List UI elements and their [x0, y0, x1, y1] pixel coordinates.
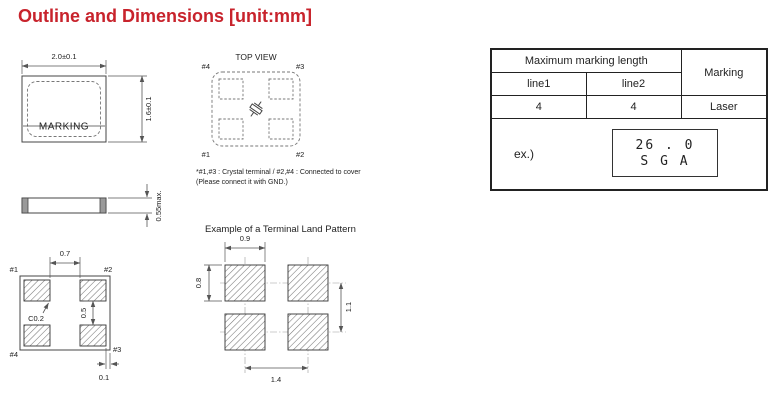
- land-pad-width-dimension: 0.9: [240, 234, 250, 243]
- bottom-pad-4: [23, 324, 51, 347]
- top-pin3-label: #3: [296, 62, 304, 71]
- top-pad-2: [268, 118, 294, 140]
- top-pin2-label: #2: [296, 150, 304, 159]
- bottom-pin1-label: #1: [10, 265, 18, 274]
- terminal-note-line2: (Please connect it with GND.): [196, 179, 288, 186]
- page-title: Outline and Dimensions [unit:mm]: [18, 6, 313, 26]
- top-view-outline: [211, 71, 301, 147]
- front-view-lid-outline: [27, 81, 101, 137]
- bottom-pad-2: [79, 279, 107, 302]
- top-view: TOP VIEW #4 #3 #1 #2 *#1,#3 : Crystal te…: [196, 52, 361, 186]
- land-pad-top-right: [287, 264, 329, 302]
- bottom-edge-offset-dimension: 0.1: [99, 373, 109, 382]
- land-vertical-pitch-dimension: 1.1: [344, 302, 353, 312]
- land-pattern: Example of a Terminal Land Pattern 0.9 0…: [194, 224, 356, 384]
- bottom-pad-1: [23, 279, 51, 302]
- front-width-dimension: 2.0±0.1: [52, 52, 77, 61]
- marking-method-value: Laser: [680, 95, 768, 119]
- front-height-dimension: 1.6±0.1: [144, 97, 153, 122]
- marking-example-line2: S G A: [640, 153, 690, 169]
- bottom-pad-gap-dimension: 0.5: [79, 308, 88, 318]
- line1-header: line1: [490, 72, 587, 96]
- example-label: ex.): [514, 147, 535, 161]
- marking-example-line1: 26 . 0: [635, 137, 695, 153]
- top-view-title: TOP VIEW: [235, 52, 276, 62]
- marking-example-box: 26 . 0 S G A: [612, 129, 718, 177]
- side-view-left-terminal: [21, 197, 29, 214]
- bottom-chamfer-dimension: C0.2: [28, 314, 44, 323]
- side-view: 0.55max.: [21, 184, 163, 227]
- bottom-view: #1 #2 #3 #4 0.7 C0.2 0.5 0.1: [10, 249, 122, 382]
- top-pin4-label: #4: [202, 62, 210, 71]
- land-pad-bottom-right: [287, 313, 329, 351]
- marking-example-cell: ex.) 26 . 0 S G A: [490, 118, 768, 191]
- top-pin1-label: #1: [202, 150, 210, 159]
- crystal-symbol: [249, 101, 263, 117]
- bottom-pin4-label: #4: [10, 350, 18, 359]
- terminal-note-line1: *#1,#3 : Crystal terminal / #2,#4 : Conn…: [196, 169, 361, 176]
- bottom-view-body: [19, 275, 111, 351]
- front-view-body: [21, 75, 107, 143]
- land-pad-top-left: [224, 264, 266, 302]
- marking-label: MARKING: [39, 122, 89, 133]
- front-view: MARKING 2.0±0.1 1.6±0.1: [21, 52, 153, 143]
- side-height-dimension: 0.55max.: [154, 191, 163, 222]
- top-pad-1: [218, 118, 244, 140]
- line2-value: 4: [585, 95, 682, 119]
- line1-value: 4: [490, 95, 587, 119]
- bottom-pad-width-dimension: 0.7: [60, 249, 70, 258]
- line2-header: line2: [585, 72, 682, 96]
- land-horizontal-pitch-dimension: 1.4: [271, 375, 281, 384]
- top-pad-3: [268, 78, 294, 100]
- side-view-body: [21, 197, 107, 214]
- land-pattern-title: Example of a Terminal Land Pattern: [205, 224, 356, 235]
- bottom-pin3-label: #3: [113, 345, 121, 354]
- side-view-right-terminal: [99, 197, 107, 214]
- bottom-pin2-label: #2: [104, 265, 112, 274]
- land-pad-bottom-left: [224, 313, 266, 351]
- max-marking-length-header: Maximum marking length: [490, 48, 682, 73]
- land-pad-height-dimension: 0.8: [194, 278, 203, 288]
- marking-column-header: Marking: [680, 48, 768, 96]
- marking-table: Maximum marking length Marking line1 lin…: [490, 48, 768, 191]
- top-pad-4: [218, 78, 244, 100]
- bottom-pad-3: [79, 324, 107, 347]
